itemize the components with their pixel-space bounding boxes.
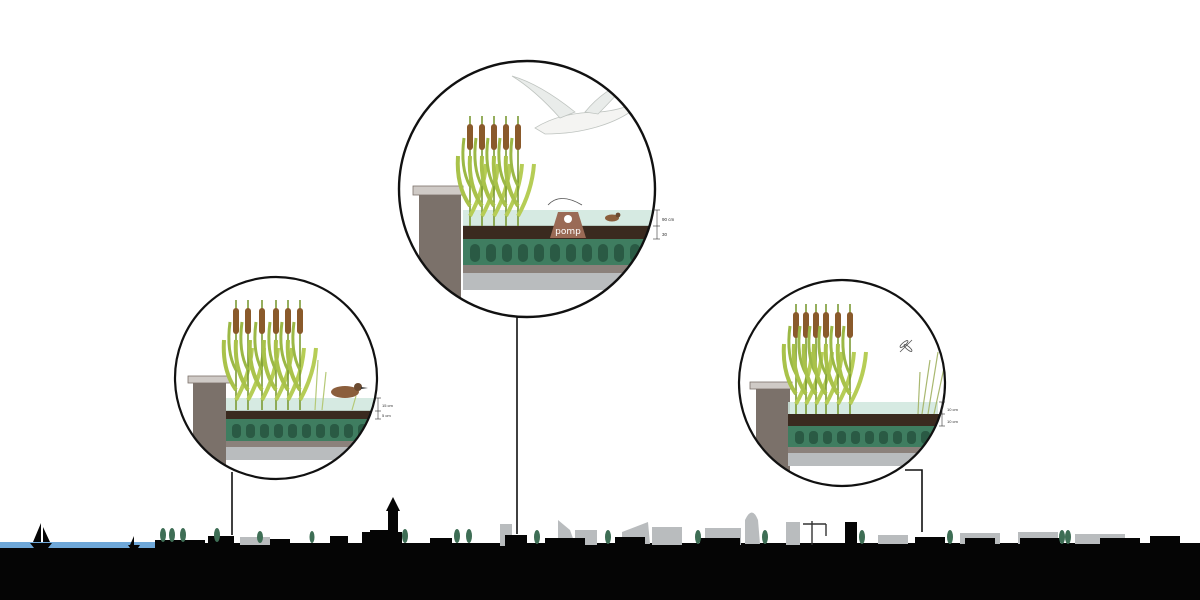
crane-icon xyxy=(803,521,827,545)
bird-icon xyxy=(605,212,621,222)
detail-circle-right: 10 cm 10 cm xyxy=(737,278,959,488)
detail-circle-left: 15 cm 5 cm xyxy=(173,275,394,481)
foreground-buildings xyxy=(155,522,1180,550)
pump-icon: pomp xyxy=(550,212,586,238)
trees xyxy=(160,528,1071,544)
bird-icon xyxy=(331,383,368,398)
depth-label: 30 xyxy=(662,232,668,237)
water-body xyxy=(0,542,155,552)
pump-label: pomp xyxy=(555,227,581,237)
ground xyxy=(0,548,1200,600)
detail-circle-center: pomp xyxy=(397,59,675,319)
church-icon xyxy=(370,497,400,544)
depth-label: 10 cm xyxy=(947,407,959,412)
sailboat-icon xyxy=(30,523,52,548)
skyline xyxy=(0,497,1200,600)
callout-lines xyxy=(231,316,923,535)
depth-label: 90 cm xyxy=(662,217,675,222)
depth-label: 5 cm xyxy=(382,413,391,418)
depth-label: 10 cm xyxy=(947,419,959,424)
depth-label: 15 cm xyxy=(382,403,394,408)
sailboat-icon xyxy=(128,536,140,548)
dragonfly-icon xyxy=(899,339,913,353)
